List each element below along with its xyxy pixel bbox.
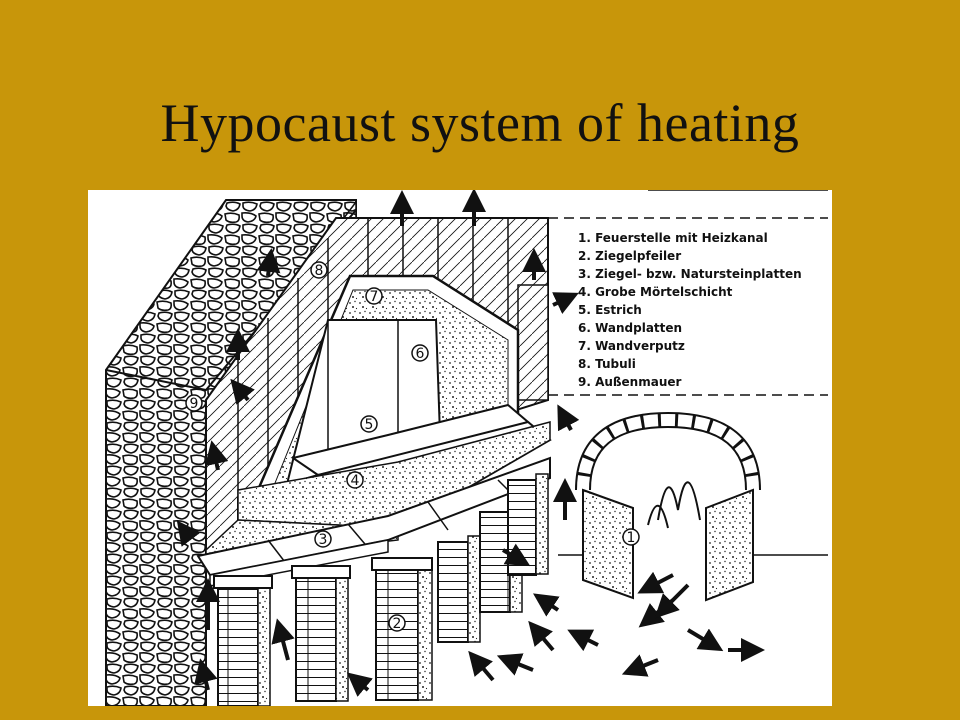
floor-layers [205, 403, 552, 563]
label-5: 5 [360, 415, 378, 433]
legend-item-4: 4. Grobe Mörtelschicht [578, 285, 733, 299]
legend-item-8: 8. Tubuli [578, 357, 636, 371]
svg-text:7: 7 [370, 289, 379, 305]
brick-pillar [213, 575, 273, 706]
svg-text:5: 5 [365, 417, 374, 433]
svg-text:3: 3 [319, 532, 328, 548]
svg-text:1: 1 [627, 530, 636, 546]
slide-title: Hypocaust system of heating [160, 93, 800, 153]
diagram-legend: 1. Feuerstelle mit Heizkanal 2. Ziegelpf… [578, 231, 802, 389]
reference-lines [548, 190, 828, 396]
svg-text:6: 6 [416, 346, 425, 362]
brick-pillar [437, 535, 481, 643]
label-6: 6 [411, 344, 429, 362]
legend-item-3: 3. Ziegel- bzw. Natursteinplatten [578, 267, 802, 281]
svg-text:2: 2 [393, 616, 402, 632]
hypocaust-diagram: 1 2 3 4 5 6 7 [88, 190, 832, 706]
svg-text:8: 8 [315, 263, 324, 279]
legend-item-2: 2. Ziegelpfeiler [578, 249, 681, 263]
label-2: 2 [388, 614, 406, 632]
label-9: 9 [185, 394, 203, 412]
brick-pillar [371, 557, 433, 701]
label-3: 3 [314, 530, 332, 548]
legend-item-5: 5. Estrich [578, 303, 642, 317]
svg-text:4: 4 [351, 473, 360, 489]
legend-item-6: 6. Wandplatten [578, 321, 682, 335]
furnace [558, 411, 828, 602]
legend-item-1: 1. Feuerstelle mit Heizkanal [578, 231, 768, 245]
label-8: 8 [310, 261, 328, 279]
legend-item-7: 7. Wandverputz [578, 339, 685, 353]
label-7: 7 [365, 287, 383, 305]
circled-labels: 1 2 3 4 5 6 7 [185, 261, 640, 632]
legend-item-9: 9. Außenmauer [578, 375, 682, 389]
air-flow-arrows [176, 190, 765, 697]
label-4: 4 [346, 471, 364, 489]
label-1: 1 [622, 528, 640, 546]
brick-pillars [213, 473, 549, 706]
brick-pillar [291, 565, 351, 702]
brick-pillar [507, 473, 549, 576]
floor-tiles [196, 456, 551, 587]
svg-text:9: 9 [190, 396, 199, 412]
